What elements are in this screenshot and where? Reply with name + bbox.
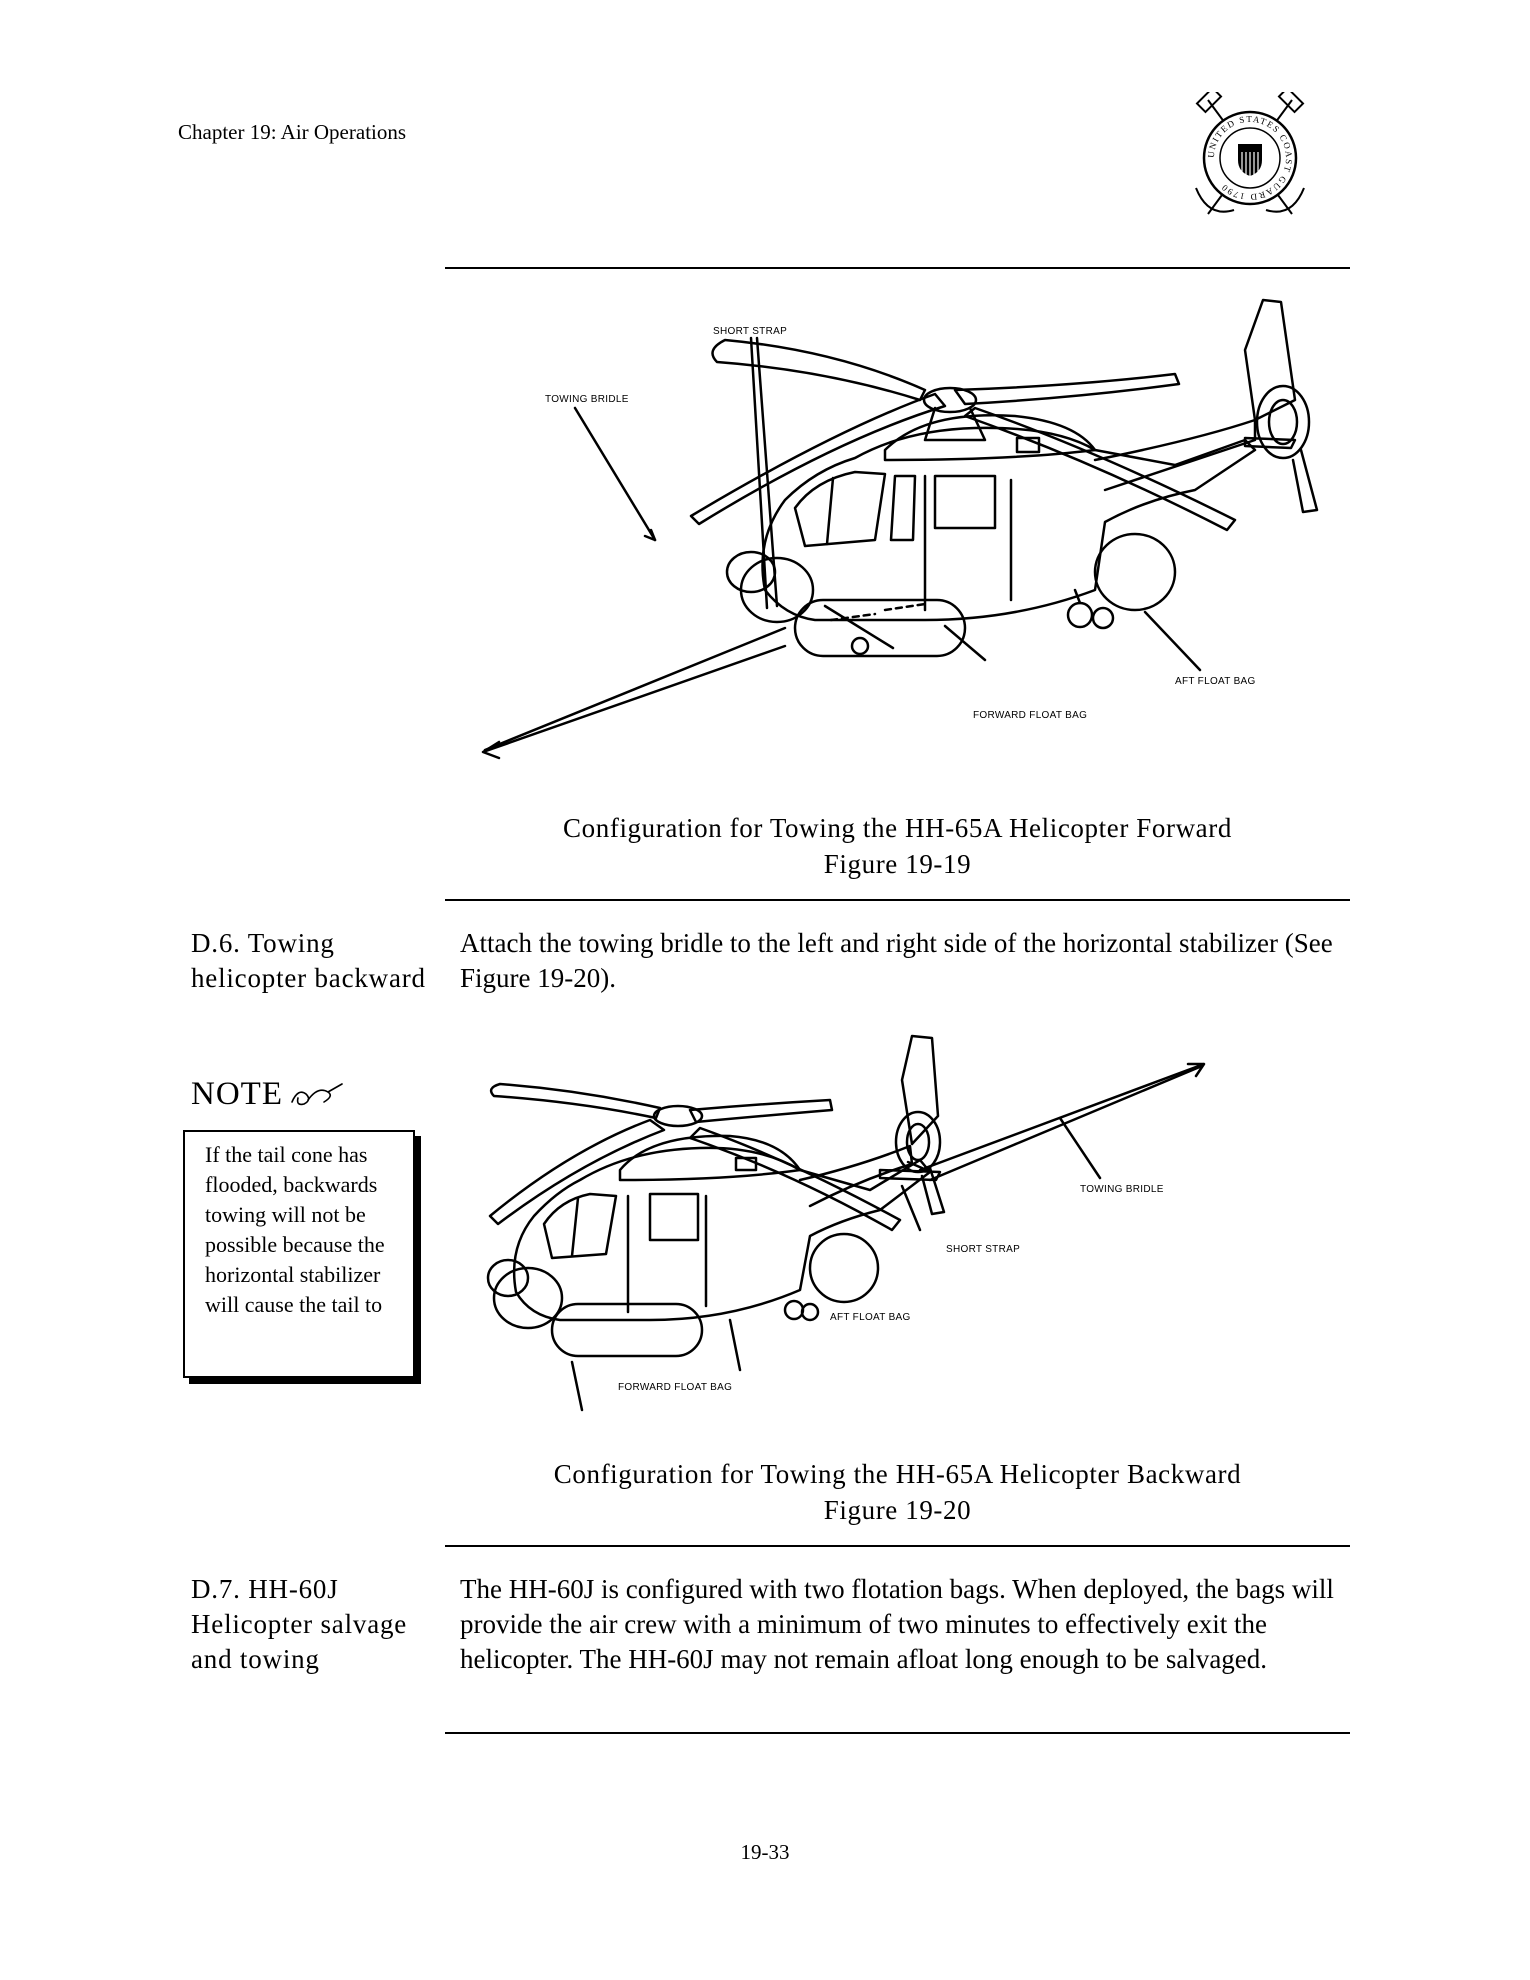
label-aft-float-bag-20: AFT FLOAT BAG <box>830 1312 911 1323</box>
label-forward-float-bag-19: FORWARD FLOAT BAG <box>973 710 1087 721</box>
section-d7-body: The HH-60J is configured with two flotat… <box>460 1574 1334 1674</box>
label-forward-float-bag-20: FORWARD FLOAT BAG <box>618 1382 732 1393</box>
writing-hand-icon <box>291 1083 343 1106</box>
figure-19-20-illustration: TOWING BRIDLE SHORT STRAP AFT FLOAT BAG … <box>486 1034 1206 1412</box>
figure-19-19-illustration: SHORT STRAP TOWING BRIDLE AFT FLOAT BAG … <box>481 298 1319 760</box>
label-aft-float-bag-19: AFT FLOAT BAG <box>1175 676 1256 687</box>
figure-19-19-number: Figure 19-19 <box>823 849 972 879</box>
section-d6-body: Attach the towing bridle to the left and… <box>460 928 1333 993</box>
figure-19-20-caption: Configuration for Towing the HH-65A Heli… <box>553 1459 1242 1489</box>
figure-19-19-caption: Configuration for Towing the HH-65A Heli… <box>563 813 1232 843</box>
rule-before-d6 <box>445 899 1350 901</box>
label-towing-bridle-20: TOWING BRIDLE <box>1080 1184 1164 1195</box>
section-d6-heading: D.6. Towing helicopter backward <box>191 928 426 993</box>
page-number: 19-33 <box>740 1840 790 1864</box>
figure-19-20-number: Figure 19-20 <box>823 1495 972 1525</box>
label-short-strap-20: SHORT STRAP <box>946 1244 1020 1255</box>
label-short-strap-19: SHORT STRAP <box>713 326 787 337</box>
bottom-rule <box>445 1732 1350 1734</box>
note-box: If the tail cone has flooded, backwards … <box>183 1130 415 1378</box>
label-towing-bridle-19: TOWING BRIDLE <box>545 394 629 405</box>
note-text: If the tail cone has flooded, backwards … <box>205 1142 385 1317</box>
top-rule <box>445 267 1350 269</box>
coast-guard-emblem: UNITED STATES COAST GUARD 1790 <box>1195 92 1305 215</box>
section-d7-heading: D.7. HH-60J Helicopter salvage and towin… <box>191 1574 408 1674</box>
chapter-header: Chapter 19: Air Operations <box>178 120 407 144</box>
note-title: NOTE <box>191 1076 283 1112</box>
rule-before-d7 <box>445 1545 1350 1547</box>
